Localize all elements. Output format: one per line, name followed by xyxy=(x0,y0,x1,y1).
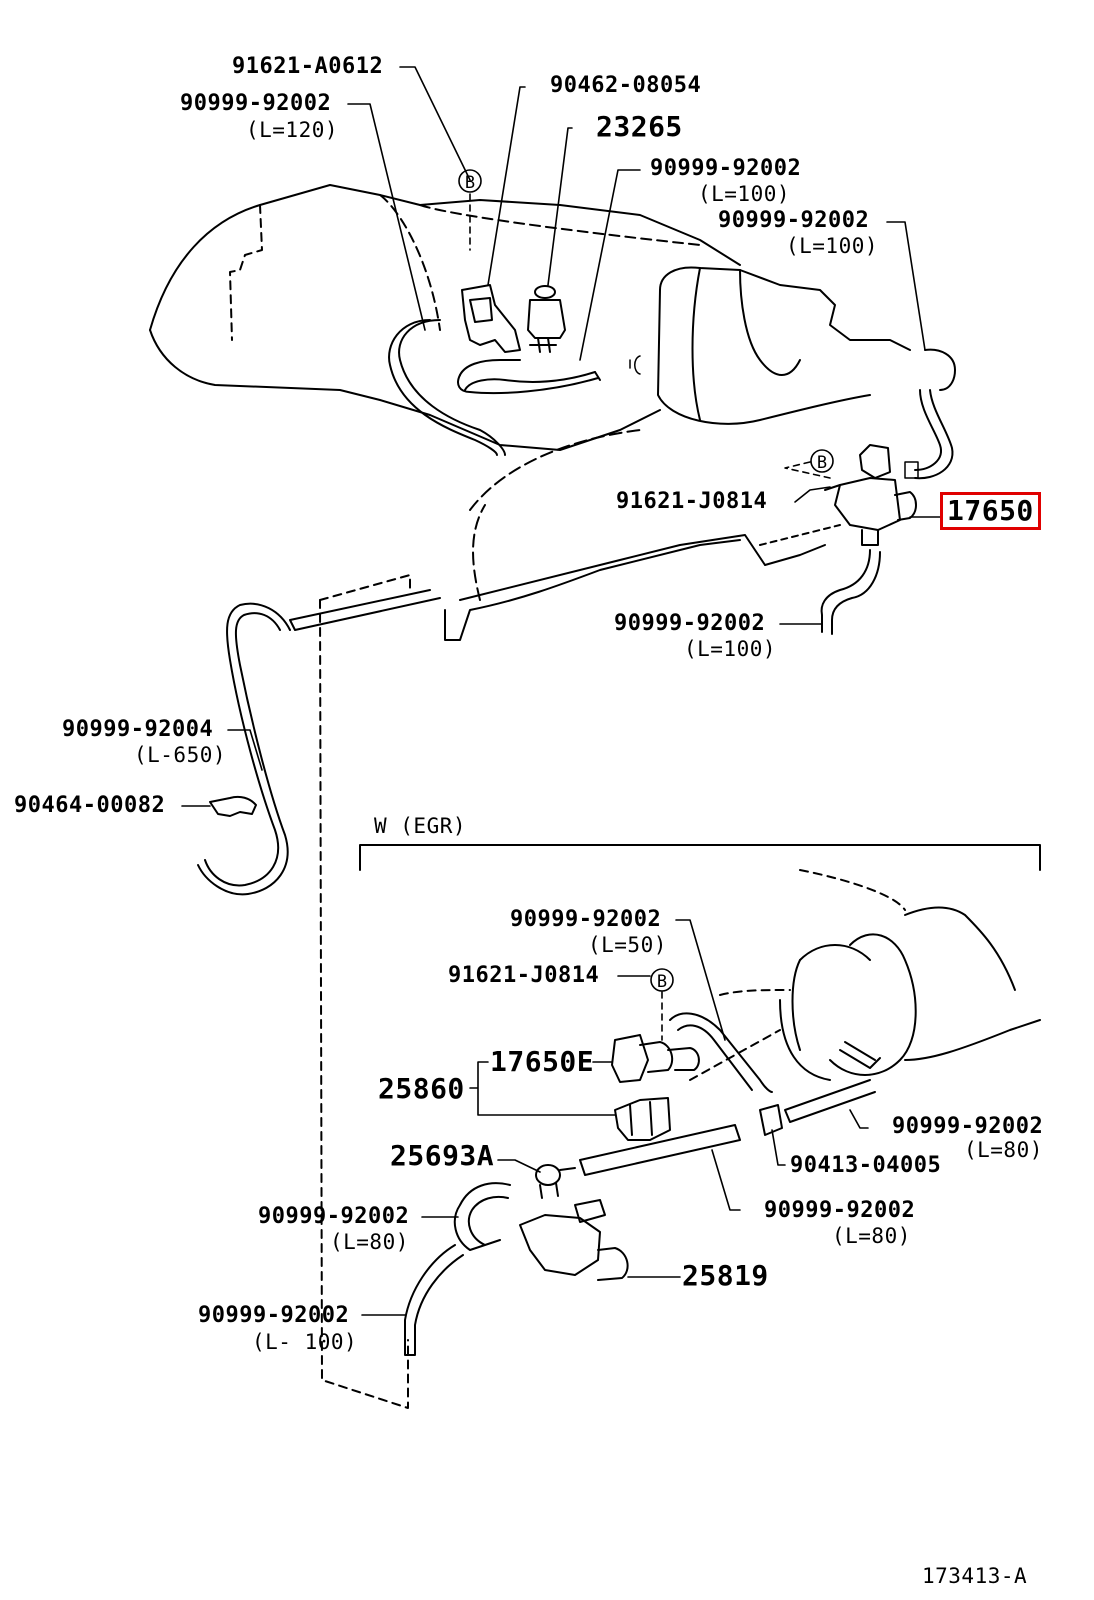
egr-section-bracket xyxy=(359,844,1041,871)
egr-engine-outline xyxy=(689,869,1041,1081)
label-17650e: 17650E xyxy=(490,1045,595,1078)
label-90999-92004: 90999-92004 xyxy=(62,717,214,742)
callout-b-2: B xyxy=(784,449,834,479)
label-90999-92002-g: 90999-92002 xyxy=(258,1204,410,1229)
callout-b-1: B xyxy=(458,169,482,251)
egr-bracket-25860 xyxy=(614,1097,671,1141)
figure-id: 173413-A xyxy=(922,1564,1028,1588)
label-25819: 25819 xyxy=(682,1259,769,1292)
hose-90999-92002-l120 xyxy=(388,319,506,456)
engine-intake-outline xyxy=(149,184,911,641)
label-25693a: 25693A xyxy=(390,1139,495,1172)
label-90999-92002-i: 90999-92002 xyxy=(198,1303,350,1328)
label-90462-08054: 90462-08054 xyxy=(550,73,702,98)
hose-90999-92004-l650 xyxy=(197,589,441,896)
label-91621-j0814-a: 91621-J0814 xyxy=(616,489,768,514)
egr-vsv-25819 xyxy=(519,1199,629,1281)
label-90999-92002-e: 90999-92002 xyxy=(510,907,662,932)
dashed-leaders xyxy=(319,574,411,1409)
egr-part-90413-04005 xyxy=(759,1104,783,1136)
label-90999-92002-a: 90999-92002 xyxy=(180,91,332,116)
label-length-l50: (L=50) xyxy=(588,933,667,957)
label-91621-a0612: 91621-A0612 xyxy=(232,54,384,79)
svg-text:B: B xyxy=(657,972,667,992)
label-90999-92002-d: 90999-92002 xyxy=(614,611,766,636)
label-length-l100-d: (L=100) xyxy=(684,637,777,661)
label-91621-j0814-b: 91621-J0814 xyxy=(448,963,600,988)
leader-lines xyxy=(181,66,941,1316)
egr-part-25693a xyxy=(535,1164,576,1199)
label-23265: 23265 xyxy=(596,110,683,143)
label-90413-04005: 90413-04005 xyxy=(790,1153,942,1178)
svg-text:B: B xyxy=(817,453,827,473)
label-90999-92002-f: 90999-92002 xyxy=(892,1114,1044,1139)
label-length-l120: (L=120) xyxy=(246,118,339,142)
label-length-l100-b: (L=100) xyxy=(698,182,791,206)
section-title-w-egr: W (EGR) xyxy=(374,814,467,838)
label-length-l80-f: (L=80) xyxy=(964,1138,1043,1162)
vsv-17650 xyxy=(824,444,917,546)
vsv-23265 xyxy=(527,285,566,353)
egr-hoses xyxy=(404,1012,881,1356)
clamp-90464-00082 xyxy=(209,795,257,817)
bracket-90462-08054 xyxy=(461,284,521,353)
label-length-l80-h: (L=80) xyxy=(832,1224,911,1248)
label-length-l650: (L-650) xyxy=(134,743,227,767)
label-90999-92002-c: 90999-92002 xyxy=(718,208,870,233)
label-90464-00082: 90464-00082 xyxy=(14,793,166,818)
label-length-l100-c: (L=100) xyxy=(786,234,879,258)
hose-90999-92002-l100-right xyxy=(904,348,956,480)
label-90999-92002-b: 90999-92002 xyxy=(650,156,802,181)
label-17650-highlighted[interactable]: 17650 xyxy=(940,492,1041,530)
label-25860: 25860 xyxy=(378,1072,465,1105)
label-length-l80-g: (L=80) xyxy=(330,1230,409,1254)
egr-vsv-17650e xyxy=(611,1034,700,1083)
callout-b-3: B xyxy=(650,968,674,1041)
svg-text:B: B xyxy=(465,173,475,193)
label-length-l100-i: (L- 100) xyxy=(252,1330,358,1354)
hose-90999-92002-l100-upper xyxy=(457,359,601,395)
label-90999-92002-h: 90999-92002 xyxy=(764,1198,916,1223)
hose-90999-92002-l100-lower xyxy=(820,549,881,635)
